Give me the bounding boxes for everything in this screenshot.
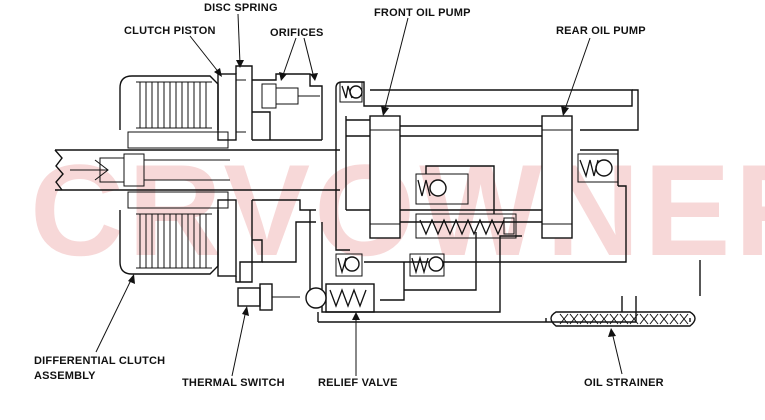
label-disc-spring: DISC SPRING [204, 2, 278, 14]
label-differential-clutch-assembly: ASSEMBLY [34, 370, 96, 382]
drive-shaft [54, 149, 340, 191]
check-valve-right [577, 153, 619, 183]
label-oil-strainer: OIL STRAINER [584, 377, 664, 389]
spool-valve [415, 213, 517, 239]
check-valve-lower-mid [409, 253, 445, 277]
label-clutch-piston: CLUTCH PISTON [124, 25, 216, 37]
check-valve-lower-left [335, 253, 363, 277]
label-differential-clutch: DIFFERENTIAL CLUTCH [34, 355, 165, 367]
rear-oil-pump [541, 115, 573, 239]
clutch-piston [217, 65, 253, 283]
label-rear-oil-pump: REAR OIL PUMP [556, 25, 646, 37]
thermal-switch [237, 283, 300, 311]
label-orifices: ORIFICES [270, 27, 324, 39]
label-thermal-switch: THERMAL SWITCH [182, 377, 285, 389]
leader-lines [95, 13, 623, 377]
relief-valve [305, 283, 375, 313]
label-relief-valve: RELIEF VALVE [318, 377, 398, 389]
check-valve-center [415, 165, 495, 214]
check-valve-top [339, 81, 363, 103]
orifice-block [239, 73, 323, 282]
front-oil-pump [369, 115, 401, 239]
oil-strainer [550, 296, 696, 327]
label-front-oil-pump: FRONT OIL PUMP [374, 7, 471, 19]
differential-clutch-assembly [119, 75, 229, 275]
